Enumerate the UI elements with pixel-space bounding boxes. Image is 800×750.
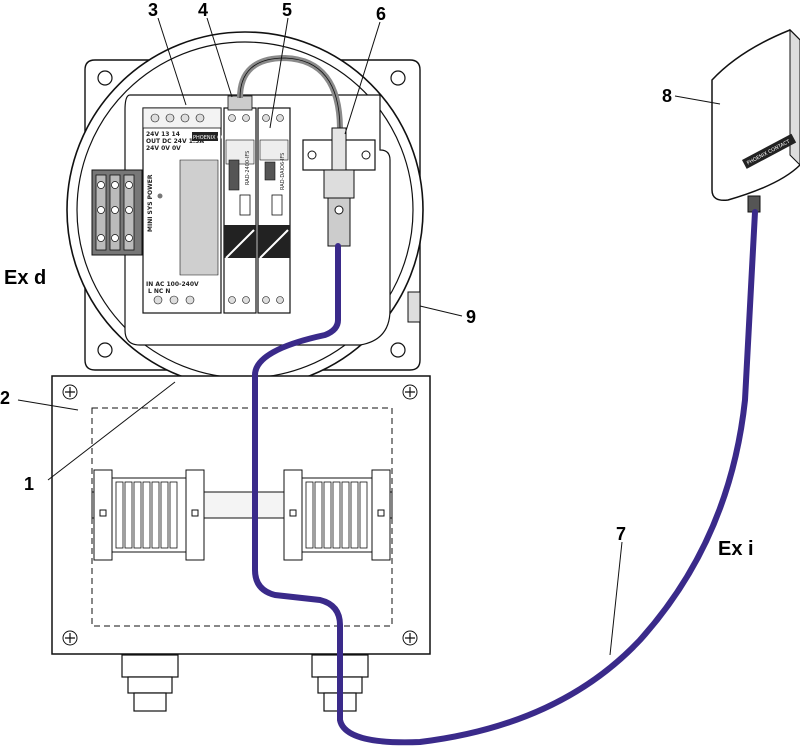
antenna-cable [252, 209, 758, 746]
module-b-name: RAD-DAIO6-IFS [280, 153, 286, 190]
zone-label-ex-d: Ex d [4, 267, 46, 289]
power-supply-module: 24V 13 14 OUT DC 24V 1.5A 24V 0V 0V PHOE… [142, 107, 242, 314]
callout-7: 7 [616, 524, 626, 544]
psu-in-label: IN AC 100-240V [146, 281, 199, 288]
leader-lines [17, 17, 721, 656]
callout-8: 8 [662, 86, 672, 106]
psu-name: MINI SYS POWER [147, 174, 154, 232]
terminal-strip-right [283, 469, 391, 561]
cable-gland-left [121, 654, 179, 712]
callout-9: 9 [466, 307, 476, 327]
zone-label-ex-i: Ex i [718, 538, 754, 560]
psu-out-row3: 24V 0V 0V [146, 145, 181, 152]
callout-4: 4 [198, 0, 208, 20]
psu-in-terms: L NC N [148, 288, 170, 295]
terminal-box-inner-area [91, 407, 393, 627]
callout-6: 6 [376, 4, 386, 24]
psu-brand-logo: PHOENIX CONTACT [193, 135, 242, 141]
callout-3: 3 [148, 0, 158, 20]
conduit-fitting [407, 291, 421, 323]
psu-out-row1: 24V 13 14 [146, 131, 180, 138]
flange-bolts [97, 70, 406, 358]
callout-1: 1 [24, 474, 34, 494]
bulkhead-connector [302, 127, 376, 247]
radio-module: RAD-2400-IFS [223, 95, 257, 314]
psu-out-row2: OUT DC 24V 1.5A [146, 138, 204, 145]
io-extension-module: RAD-DAIO6-IFS [257, 107, 291, 314]
antenna: PHOENIX CONTACT [711, 28, 800, 213]
callout-2: 2 [0, 388, 10, 408]
terminal-block-left [91, 169, 143, 256]
callout-5: 5 [282, 0, 292, 20]
terminal-strip-left [93, 469, 205, 561]
module-a-name: RAD-2400-IFS [245, 151, 251, 185]
